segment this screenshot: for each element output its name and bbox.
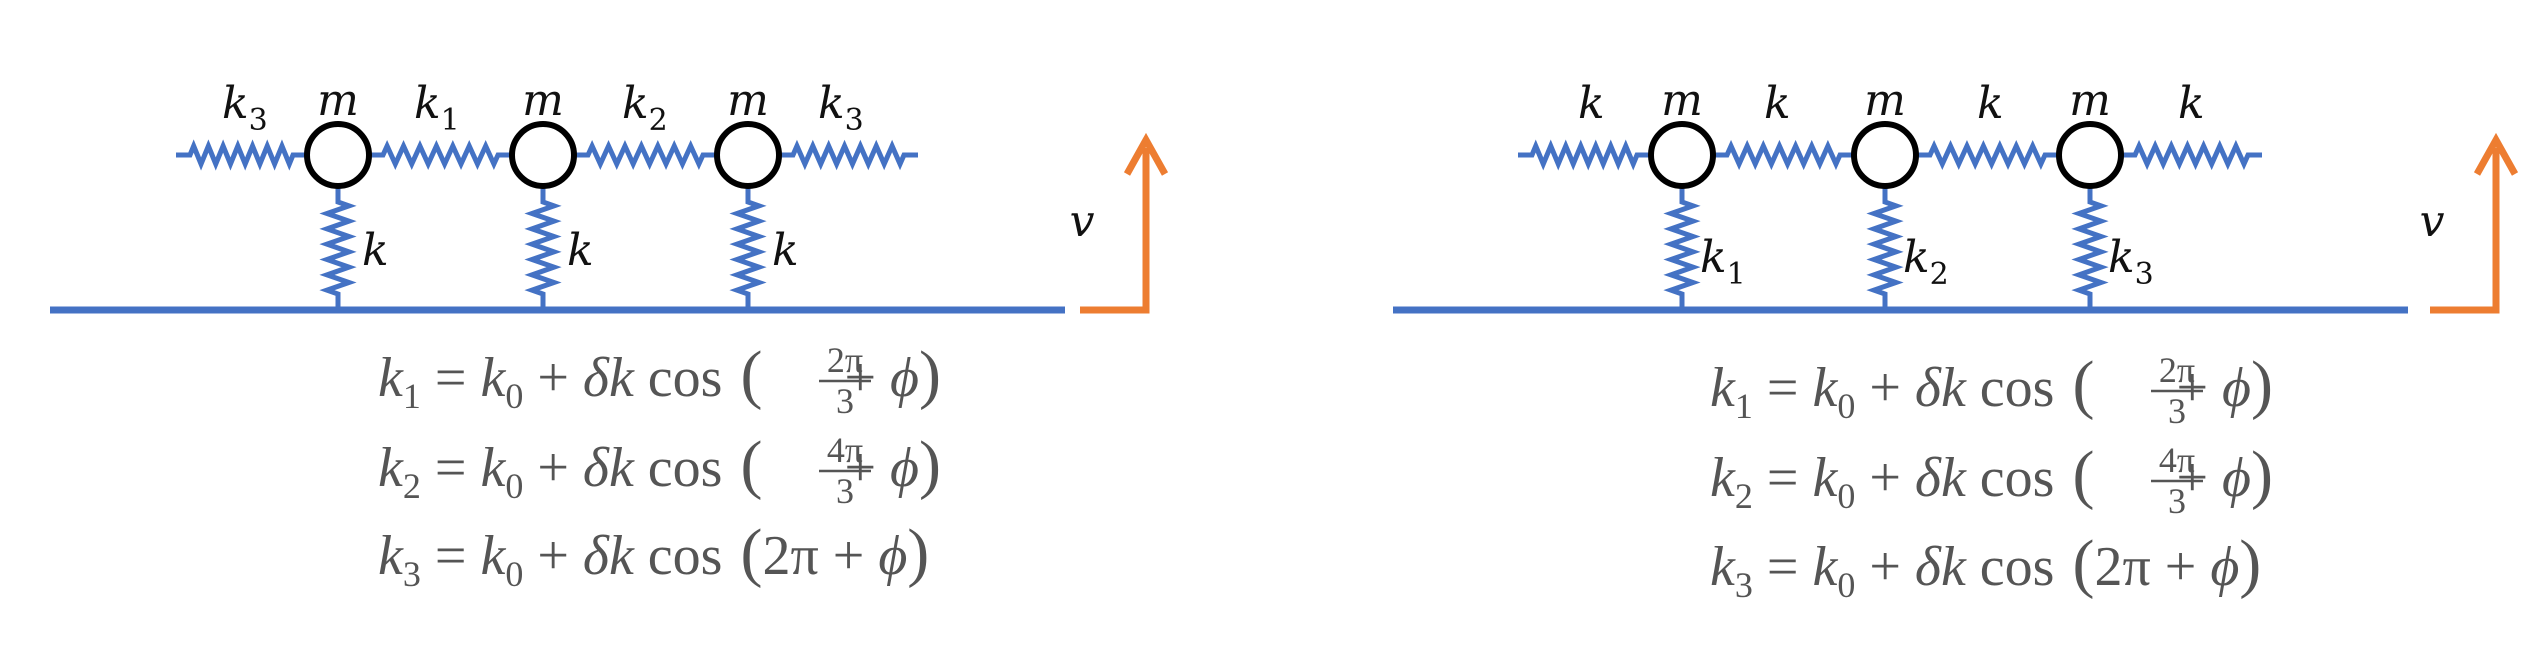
equation: k1 = k0 + δk cos ( + ϕ) <box>1710 348 2273 426</box>
velocity-label: v <box>1070 196 1095 247</box>
fraction-denominator: 3 <box>836 381 854 421</box>
equation: k2 = k0 + δk cos ( + ϕ) <box>1710 438 2273 516</box>
horizontal-spring-label: k3 <box>222 78 268 138</box>
vertical-spring <box>1663 186 1701 310</box>
vertical-spring <box>2071 186 2109 310</box>
mass-circle <box>509 121 577 189</box>
velocity-arrow-head <box>2473 132 2519 176</box>
velocity-label: v <box>2420 196 2445 247</box>
fraction-numerator: 4π <box>2159 440 2195 480</box>
fraction-numerator: 4π <box>827 430 863 470</box>
horizontal-spring-label: k <box>1578 78 1605 129</box>
horizontal-spring <box>369 139 512 171</box>
vertical-spring-label: k1 <box>1700 232 1746 292</box>
mass-circle <box>304 121 372 189</box>
mass-label: m <box>2069 75 2111 126</box>
mass-circle <box>2056 121 2124 189</box>
vertical-spring-label: k3 <box>2108 232 2154 292</box>
horizontal-spring-label: k3 <box>818 78 864 138</box>
vertical-spring-label: k <box>362 225 389 276</box>
mass-circle <box>1648 121 1716 189</box>
equation: k3 = k0 + δk cos (2π + ϕ) <box>1710 527 2261 605</box>
vertical-spring <box>319 186 357 310</box>
horizontal-spring <box>1916 139 2059 171</box>
horizontal-spring-label: k2 <box>622 78 668 138</box>
velocity-arrow <box>2430 148 2500 314</box>
fraction-denominator: 3 <box>2168 391 2186 431</box>
mass-circle <box>1851 121 1919 189</box>
fraction-denominator: 3 <box>2168 481 2186 521</box>
equation: k2 = k0 + δk cos ( + ϕ) <box>378 428 941 506</box>
fraction-numerator: 2π <box>827 340 863 380</box>
horizontal-spring <box>1713 139 1854 171</box>
mass-label: m <box>317 75 359 126</box>
vertical-spring-label: k <box>772 225 799 276</box>
mass-label: m <box>727 75 769 126</box>
vertical-spring <box>1866 186 1904 310</box>
horizontal-spring-label: k <box>1977 78 2004 129</box>
velocity-arrow <box>1080 148 1150 314</box>
vertical-spring-label: k <box>567 225 594 276</box>
vertical-spring <box>729 186 767 310</box>
mass-label: m <box>1864 75 1906 126</box>
horizontal-spring-label: k <box>2178 78 2205 129</box>
velocity-arrow-head <box>1123 132 1169 176</box>
horizontal-spring <box>1518 139 1651 171</box>
horizontal-spring <box>2121 139 2262 171</box>
equation: k3 = k0 + δk cos (2π + ϕ) <box>378 516 929 594</box>
mass-label: m <box>522 75 564 126</box>
horizontal-spring-label: k <box>1764 78 1791 129</box>
mass-circle <box>714 121 782 189</box>
horizontal-spring <box>779 139 918 171</box>
vertical-spring <box>524 186 562 310</box>
fraction-denominator: 3 <box>836 471 854 511</box>
vertical-spring-label: k2 <box>1903 232 1949 292</box>
horizontal-spring-label: k1 <box>414 78 460 138</box>
mass-label: m <box>1661 75 1703 126</box>
fraction-numerator: 2π <box>2159 350 2195 390</box>
horizontal-spring <box>176 139 307 171</box>
horizontal-spring <box>574 139 717 171</box>
equation: k1 = k0 + δk cos ( + ϕ) <box>378 338 941 416</box>
